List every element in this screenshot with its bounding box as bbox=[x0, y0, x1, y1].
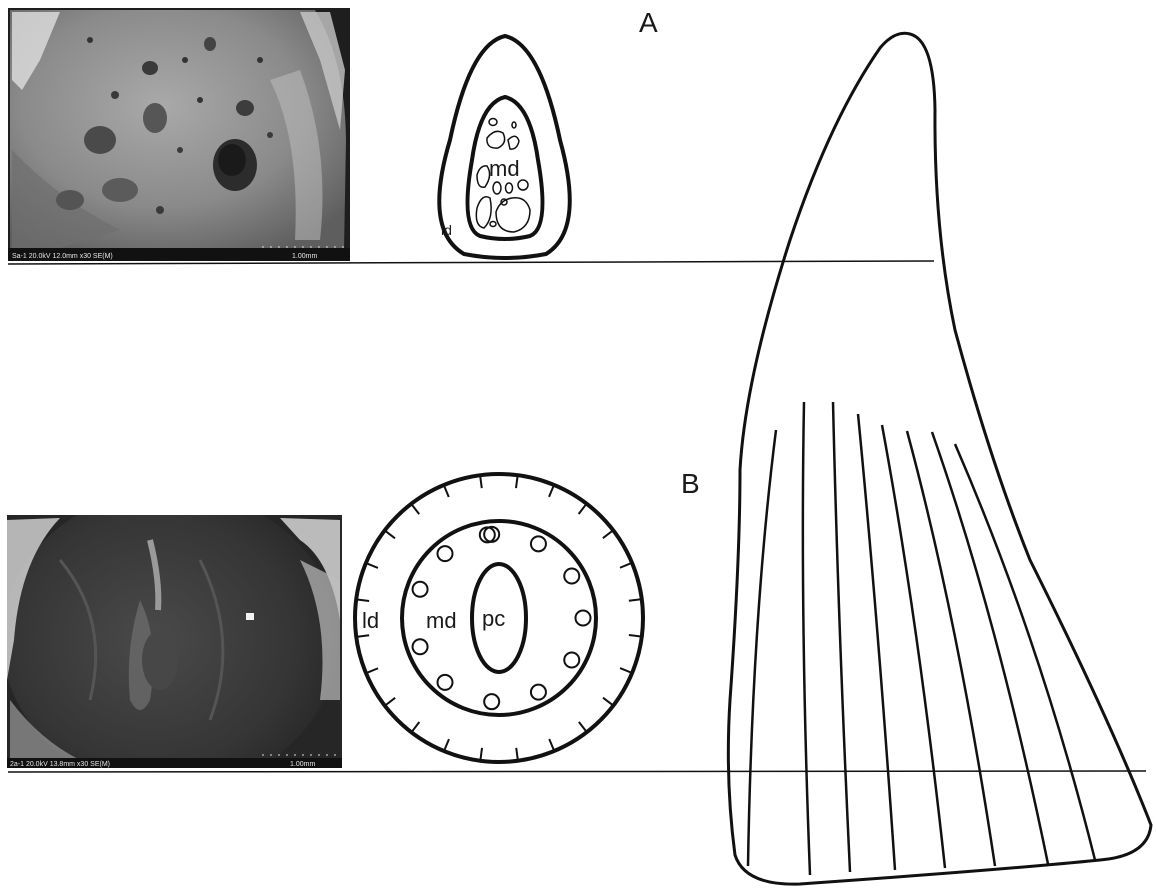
radial-tick bbox=[480, 748, 482, 761]
photo-b-caption: 2a-1 20.0kV 13.8mm x30 SE(M) bbox=[10, 761, 110, 768]
radial-tick bbox=[603, 530, 613, 538]
striation-line bbox=[932, 432, 1048, 864]
horn-diagram bbox=[728, 33, 1151, 884]
section-a-label-ld: ld bbox=[441, 222, 452, 238]
section-line-a bbox=[8, 261, 934, 264]
pore-circle bbox=[564, 653, 579, 668]
sem-photo-a bbox=[8, 8, 350, 261]
horn-striations bbox=[748, 402, 1095, 875]
pore-circle bbox=[531, 536, 546, 551]
pore-circle bbox=[413, 639, 428, 654]
radial-tick bbox=[444, 739, 449, 751]
radial-tick bbox=[385, 530, 395, 538]
striation-line bbox=[858, 414, 895, 870]
photo-b-scale-label: 1.00mm bbox=[290, 761, 315, 768]
radial-tick bbox=[620, 563, 632, 568]
radial-tick bbox=[385, 698, 395, 706]
pore-circle bbox=[576, 611, 591, 626]
pore-circle bbox=[413, 582, 428, 597]
radial-tick bbox=[516, 475, 518, 488]
radial-tick bbox=[356, 599, 369, 601]
radial-tick bbox=[549, 739, 554, 751]
radial-tick bbox=[579, 504, 587, 514]
radial-tick bbox=[356, 635, 369, 637]
radial-tick bbox=[444, 485, 449, 497]
radial-tick bbox=[480, 475, 482, 488]
panel-letter-a: A bbox=[639, 7, 658, 38]
section-b-label-ld: ld bbox=[362, 608, 379, 633]
striation-line bbox=[833, 402, 850, 872]
section-diagram-a: md ld bbox=[439, 36, 569, 258]
photo-a-caption: Sa-1 20.0kV 12.0mm x30 SE(M) bbox=[12, 253, 113, 260]
radial-tick bbox=[411, 722, 419, 732]
pore-circle bbox=[564, 569, 579, 584]
striation-line bbox=[748, 430, 776, 866]
radial-tick bbox=[516, 748, 518, 761]
radial-tick bbox=[366, 563, 378, 568]
radial-tick bbox=[620, 668, 632, 673]
sem-photo-b bbox=[2, 490, 342, 790]
pore-circle bbox=[438, 675, 453, 690]
section-a-label-md: md bbox=[489, 156, 520, 181]
pore-circle bbox=[531, 685, 546, 700]
section-diagram-b: ld md pc bbox=[355, 474, 643, 762]
striation-line bbox=[907, 431, 995, 866]
section-a-outer-outline bbox=[439, 36, 569, 258]
section-b-label-pc: pc bbox=[482, 606, 505, 631]
section-b-label-md: md bbox=[426, 608, 457, 633]
pore-circle bbox=[438, 546, 453, 561]
horn-outline bbox=[728, 33, 1151, 884]
radial-tick bbox=[629, 599, 642, 601]
pore-circle bbox=[484, 694, 499, 709]
radial-tick bbox=[366, 668, 378, 673]
photo-a-scale-label: 1.00mm bbox=[292, 253, 317, 260]
radial-tick bbox=[411, 504, 419, 514]
radial-tick bbox=[629, 635, 642, 637]
radial-tick bbox=[603, 698, 613, 706]
striation-line bbox=[803, 402, 810, 875]
panel-letter-b: B bbox=[681, 468, 700, 499]
radial-tick bbox=[549, 485, 554, 497]
radial-tick bbox=[579, 722, 587, 732]
section-line-b bbox=[8, 771, 1146, 772]
